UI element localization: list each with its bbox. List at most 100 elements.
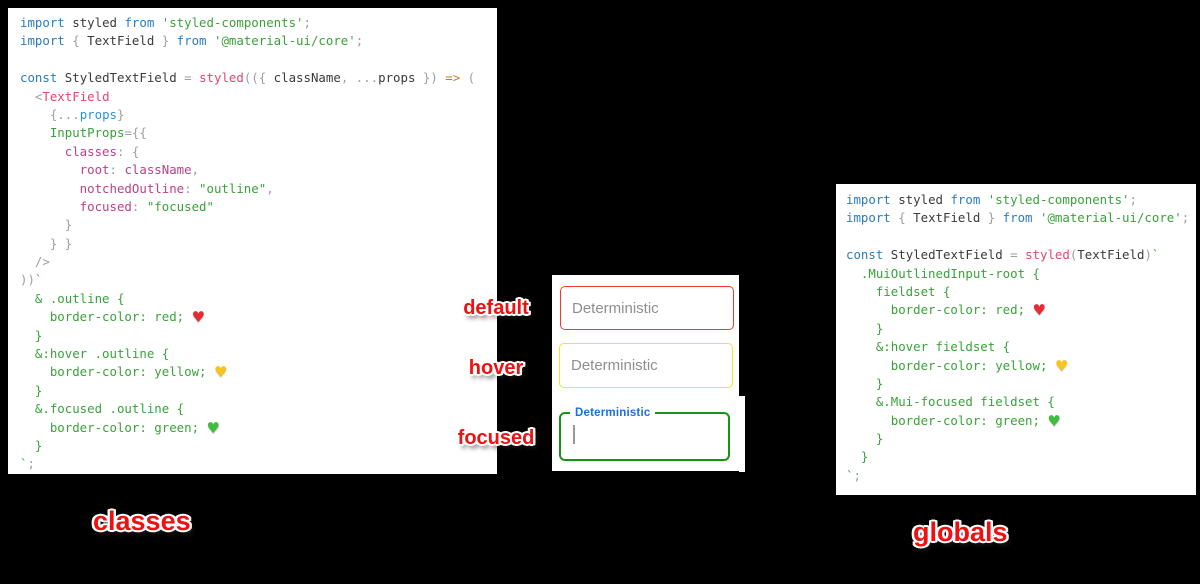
- code-token: className: [124, 162, 192, 178]
- code-token: const: [846, 247, 884, 263]
- code-token: <: [20, 88, 43, 104]
- code-token: ;: [27, 456, 35, 472]
- code-token: border-color: yellow;: [846, 357, 1055, 373]
- code-token: `: [20, 456, 28, 472]
- code-line: notchedOutline: "outline",: [20, 180, 497, 198]
- code-line: border-color: green; ♥: [846, 412, 1196, 430]
- text-cursor: [573, 425, 575, 444]
- code-token: =>: [437, 70, 461, 86]
- code-token: styled: [64, 15, 117, 30]
- code-token: props: [378, 70, 416, 86]
- code-token: :: [109, 162, 125, 178]
- state-label-focused: focused: [457, 427, 535, 449]
- textfield-hover-input[interactable]: [560, 344, 732, 387]
- code-line: }: [846, 448, 1196, 466]
- code-token: import: [846, 192, 891, 207]
- textfield-focused-input[interactable]: [561, 414, 728, 459]
- code-line: const StyledTextField = styled(TextField…: [846, 246, 1196, 264]
- code-token: =: [1002, 247, 1026, 263]
- textfield-focused-floating-label: Deterministic: [570, 406, 656, 420]
- code-token: {: [64, 33, 88, 49]
- code-token: {...: [20, 106, 80, 122]
- code-line: const StyledTextField = styled(({ classN…: [20, 69, 497, 87]
- code-token: fieldset {: [846, 283, 951, 299]
- code-token: '@material-ui/core': [206, 33, 356, 49]
- code-token: }: [20, 327, 43, 343]
- textfield-hover[interactable]: [559, 343, 733, 388]
- caption-classes: classes: [93, 506, 191, 536]
- code-token: from: [942, 192, 981, 207]
- code-token: styled: [199, 70, 244, 86]
- code-token: ;: [1129, 192, 1137, 207]
- code-token: StyledTextField: [883, 247, 1003, 263]
- code-line: border-color: red; ♥: [20, 308, 497, 326]
- code-token: =: [176, 70, 200, 86]
- code-line: } }: [20, 235, 497, 253]
- code-token: ,: [191, 162, 200, 178]
- code-line: }: [846, 375, 1196, 393]
- code-token: props: [79, 106, 117, 122]
- code-token: : {: [116, 143, 140, 159]
- textfield-demo-panel-extension: [739, 396, 745, 472]
- code-token: border-color: green;: [20, 419, 207, 435]
- heart-red-emoji: ♥: [191, 308, 206, 327]
- code-token: border-color: yellow;: [20, 364, 214, 380]
- code-token: border-color: green;: [846, 412, 1048, 428]
- code-line: }: [20, 437, 497, 455]
- code-line: &:hover fieldset {: [846, 338, 1196, 356]
- code-token: TextField: [1077, 247, 1145, 263]
- code-token: from: [116, 15, 155, 30]
- textfield-default[interactable]: [560, 286, 734, 330]
- code-line: fieldset {: [846, 283, 1196, 301]
- code-token: :: [131, 198, 147, 214]
- code-token: focused: [20, 198, 132, 214]
- code-token: :: [184, 180, 200, 196]
- code-line: }: [846, 320, 1196, 338]
- heart-red-emoji: ♥: [1032, 301, 1046, 320]
- code-line: import { TextField } from '@material-ui/…: [20, 32, 497, 50]
- code-token: }: [154, 33, 170, 49]
- code-token: TextField: [87, 33, 155, 49]
- code-line: }: [20, 382, 497, 400]
- code-token: (: [1069, 247, 1078, 263]
- code-token: }: [117, 106, 125, 122]
- code-line: root: className,: [20, 161, 497, 179]
- code-token: StyledTextField: [57, 70, 177, 86]
- code-line: `;: [20, 455, 497, 473]
- code-token: '@material-ui/core': [1032, 210, 1182, 226]
- code-token: ={{: [124, 125, 147, 141]
- code-token: & .outline {: [20, 290, 125, 306]
- code-token: classes: [20, 143, 117, 159]
- code-token: )): [20, 272, 35, 288]
- code-line: &.focused .outline {: [20, 400, 497, 418]
- code-token: styled: [890, 192, 943, 207]
- heart-green-emoji: ♥: [1047, 411, 1061, 430]
- textfield-default-input[interactable]: [561, 287, 733, 329]
- code-line: &.Mui-focused fieldset {: [846, 393, 1196, 411]
- code-line: border-color: yellow; ♥: [20, 363, 497, 381]
- code-line: &:hover .outline {: [20, 345, 497, 363]
- code-token: `: [846, 467, 854, 483]
- code-token: }: [846, 375, 884, 391]
- code-token: } }: [20, 235, 73, 251]
- code-token: from: [169, 33, 207, 49]
- code-line: .MuiOutlinedInput-root {: [846, 265, 1196, 283]
- textfield-focused[interactable]: Deterministic: [559, 406, 730, 461]
- code-token: }): [415, 70, 438, 86]
- code-token: .MuiOutlinedInput-root {: [846, 265, 1040, 281]
- code-token: notchedOutline: [20, 180, 185, 196]
- code-block-globals: import styled from 'styled-components';i…: [836, 184, 1196, 495]
- code-token: "focused": [146, 198, 214, 214]
- code-token: ;: [355, 33, 364, 49]
- code-token: &.Mui-focused fieldset {: [846, 394, 1055, 410]
- code-token: const: [20, 70, 58, 86]
- code-line: border-color: green; ♥: [20, 419, 497, 437]
- code-token: (: [460, 70, 476, 86]
- code-line: }: [20, 327, 497, 345]
- heart-yellow-emoji: ♥: [1054, 356, 1069, 375]
- caption-globals: globals: [913, 517, 1008, 547]
- code-token: &.focused .outline {: [20, 401, 185, 417]
- code-token: import: [20, 15, 65, 30]
- code-token: `: [34, 272, 43, 288]
- code-token: }: [20, 217, 73, 233]
